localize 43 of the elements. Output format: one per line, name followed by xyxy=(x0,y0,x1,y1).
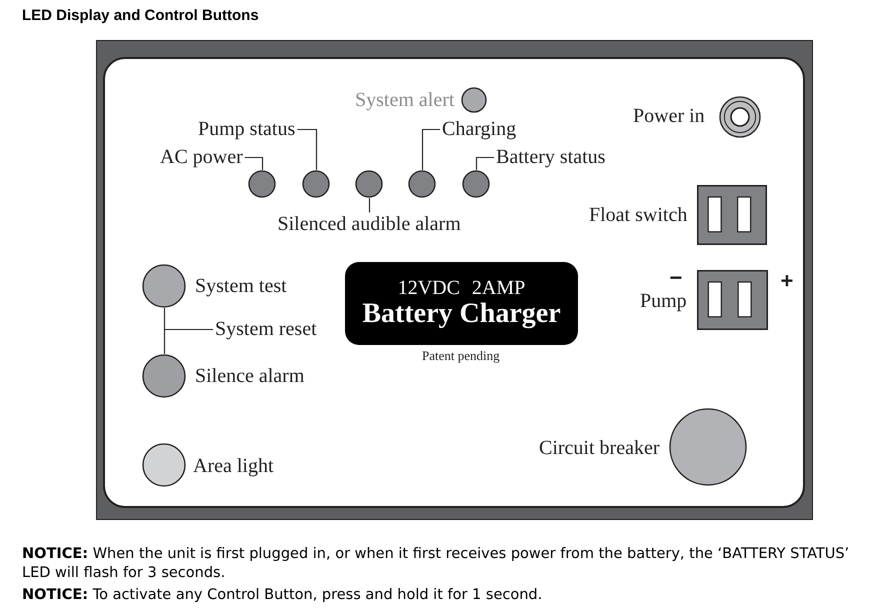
product-title: Battery Charger xyxy=(362,299,561,330)
circuit-breaker xyxy=(669,408,747,486)
polarity-sign: + xyxy=(780,270,794,292)
connector-socket xyxy=(697,270,768,330)
led-indicator xyxy=(461,87,487,113)
leader-line xyxy=(244,156,264,170)
notice-text: NOTICE: To activate any Control Button, press and hold it for 1 second. xyxy=(22,586,544,605)
leader-line xyxy=(368,198,370,212)
control-panel xyxy=(96,40,813,520)
led-indicator xyxy=(355,170,383,198)
indicator-label: Silenced audible alarm xyxy=(276,212,463,236)
control-label: Area light xyxy=(192,454,275,478)
connector-socket xyxy=(697,185,767,245)
led-indicator xyxy=(302,170,330,198)
indicator-label: Charging xyxy=(440,118,518,140)
push-button xyxy=(142,264,186,308)
rating-text: 12VDC 2AMP xyxy=(398,277,526,300)
push-button xyxy=(142,354,186,398)
led-indicator xyxy=(408,170,436,198)
control-label: System test xyxy=(194,274,288,298)
indicator-label: System alert xyxy=(354,88,456,112)
diagram-title: LED Display and Control Buttons xyxy=(22,7,259,24)
indicator-label: Pump status xyxy=(196,118,298,140)
jack-label: Power in xyxy=(632,104,706,128)
leader-line xyxy=(422,128,440,170)
nameplate xyxy=(345,262,578,345)
control-label: Silence alarm xyxy=(194,364,306,388)
leader-line xyxy=(164,328,213,354)
led-indicator xyxy=(248,170,276,198)
indicator-label: AC power xyxy=(158,146,245,168)
polarity-sign: − xyxy=(670,267,682,289)
connector-label: Pump xyxy=(639,290,688,312)
control-label: Circuit breaker xyxy=(538,436,660,460)
leader-line xyxy=(476,156,494,170)
patent-note: Patent pending xyxy=(422,348,500,364)
leader-line xyxy=(297,128,318,170)
power-jack xyxy=(719,96,761,138)
control-label: System reset xyxy=(213,318,319,340)
indicator-label: Battery status xyxy=(494,146,608,168)
led-indicator xyxy=(462,170,490,198)
notice-text: NOTICE: When the unit is first plugged in, or when it first receives power from the battery, the ‘BATTERY STATUS’ LED will flash for 3 seconds. xyxy=(22,545,850,583)
push-button xyxy=(142,443,186,487)
connector-label: Float switch xyxy=(588,204,688,226)
